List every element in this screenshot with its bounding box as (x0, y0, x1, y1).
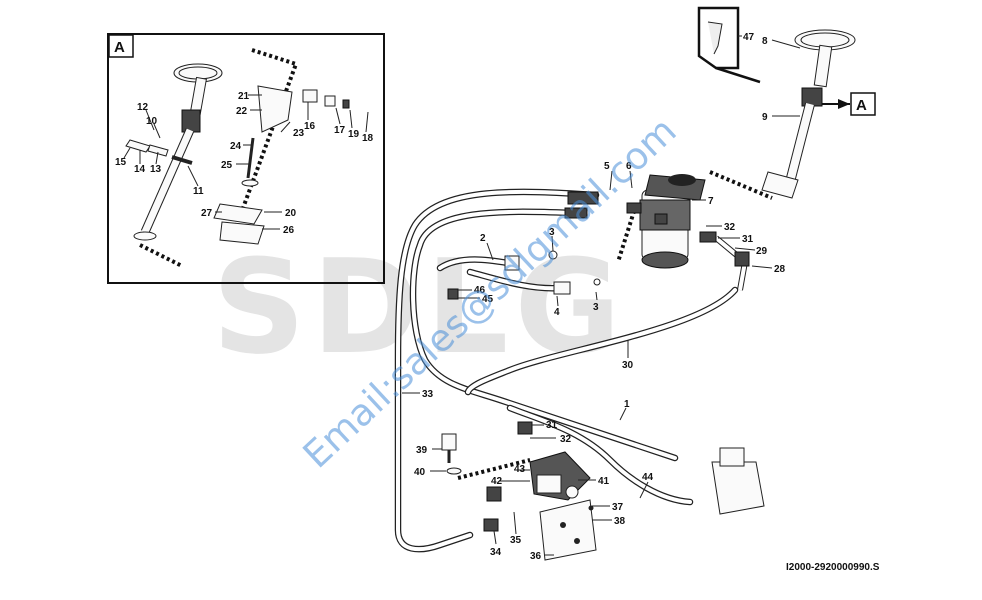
callout-a-label: A (856, 97, 867, 114)
label-25: 25 (221, 160, 233, 171)
label-7: 7 (708, 196, 714, 207)
label-17: 17 (334, 125, 346, 136)
label-31-top: 31 (742, 234, 754, 245)
label-1: 1 (624, 399, 630, 410)
fitting-5 (567, 191, 599, 205)
label-34: 34 (490, 547, 502, 558)
label-4: 4 (554, 307, 560, 318)
label-43: 43 (514, 464, 526, 475)
label-3-top: 3 (549, 227, 555, 238)
label-13: 13 (150, 164, 162, 175)
label-10: 10 (146, 116, 158, 127)
valve-block (711, 461, 765, 515)
label-27: 27 (201, 208, 213, 219)
label-11: 11 (193, 186, 204, 197)
label-24: 24 (230, 141, 242, 152)
label-8: 8 (762, 36, 768, 47)
label-44: 44 (642, 472, 654, 483)
drawing-code: I2000-2920000990.S (786, 562, 880, 573)
label-6: 6 (626, 161, 632, 172)
label-15: 15 (115, 157, 127, 168)
label-30: 30 (622, 360, 634, 371)
label-3-bottom: 3 (593, 302, 599, 313)
label-26: 26 (283, 225, 295, 236)
label-18: 18 (362, 133, 374, 144)
mounting-bracket (539, 499, 597, 561)
label-45: 45 (482, 294, 494, 305)
detail-a-box: A (107, 33, 385, 284)
label-40: 40 (414, 467, 426, 478)
label-16: 16 (304, 121, 316, 132)
label-12: 12 (137, 102, 149, 113)
bracket (257, 85, 293, 133)
label-35: 35 (510, 535, 522, 546)
label-36: 36 (530, 551, 542, 562)
universal-joint (181, 109, 201, 133)
label-47: 47 (743, 32, 755, 43)
label-46: 46 (474, 285, 486, 296)
label-22: 22 (236, 106, 248, 117)
steering-unit (616, 174, 706, 269)
label-19: 19 (348, 129, 360, 140)
label-41: 41 (598, 476, 610, 487)
label-33: 33 (422, 389, 434, 400)
label-9: 9 (762, 112, 768, 123)
label-32-bottom: 32 (560, 434, 572, 445)
label-32-top: 32 (724, 222, 736, 233)
label-28: 28 (774, 264, 786, 275)
priority-valve (441, 421, 765, 561)
label-31-bottom: 31 (546, 420, 558, 431)
label-39: 39 (416, 445, 428, 456)
label-23: 23 (293, 128, 305, 139)
label-14: 14 (134, 164, 146, 175)
label-20: 20 (285, 208, 297, 219)
label-21: 21 (238, 91, 250, 102)
label-37: 37 (612, 502, 624, 513)
label-42: 42 (491, 476, 503, 487)
steering-column: A 47 8 9 (697, 6, 876, 200)
detail-label: A (114, 39, 125, 56)
label-38: 38 (614, 516, 626, 527)
label-2: 2 (480, 233, 486, 244)
label-29: 29 (756, 246, 768, 257)
label-5: 5 (604, 161, 610, 172)
hose-lines (394, 188, 749, 553)
